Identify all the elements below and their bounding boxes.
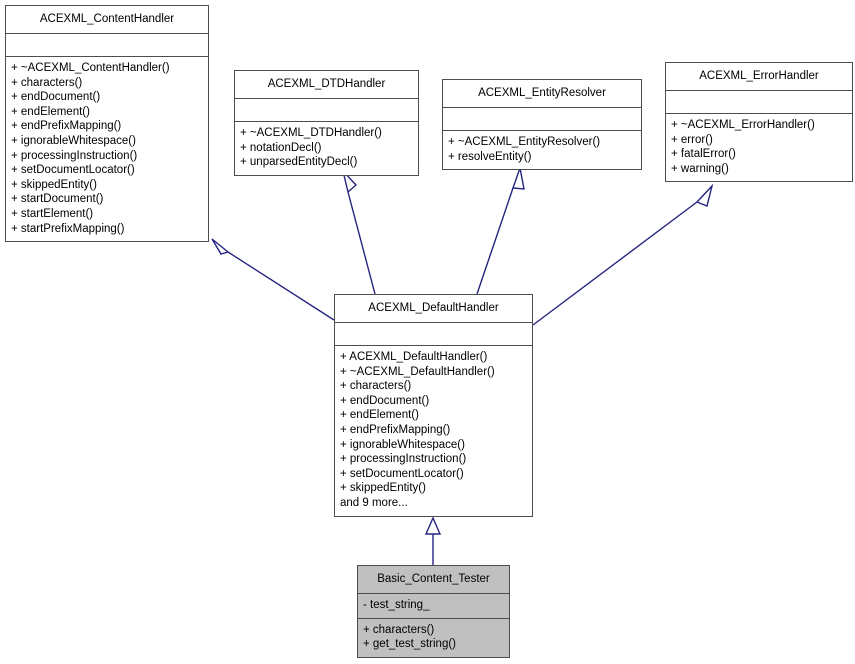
operation-item: + characters() — [11, 76, 83, 89]
operation-item: + ignorableWhitespace() — [11, 134, 136, 147]
operation-item: + get_test_string() — [363, 638, 457, 651]
class-attributes-section — [235, 99, 418, 122]
class-box-acexml-errorhandler[interactable]: ACEXML_ErrorHandler + ~ACEXML_ErrorHandl… — [665, 62, 853, 183]
operation-item: + setDocumentLocator() — [11, 164, 135, 177]
edge-defaulthandler-to-contenthandler — [211, 238, 335, 321]
class-box-acexml-dtdhandler[interactable]: ACEXML_DTDHandler + ~ACEXML_DTDHandler()… — [234, 70, 419, 176]
operation-item: + unparsedEntityDecl() — [240, 156, 358, 169]
operation-item: + ACEXML_DefaultHandler() — [340, 351, 488, 363]
class-operations-section: + ~ACEXML_EntityResolver() + resolveEnti… — [443, 131, 641, 169]
edge-defaulthandler-to-entityresolver — [476, 165, 525, 295]
operation-item: + processingInstruction() — [11, 149, 138, 162]
operation-item: + error() — [671, 133, 713, 146]
operation-item: + resolveEntity() — [448, 150, 532, 163]
edge-basiccontenttester-to-defaulthandler — [424, 516, 442, 565]
class-attributes-section — [6, 34, 208, 57]
operations-overflow-label: and 9 more... — [340, 496, 408, 509]
operation-item: + ~ACEXML_DefaultHandler() — [340, 365, 495, 378]
edge-defaulthandler-to-errorhandler — [532, 183, 714, 326]
class-operations-section: + ~ACEXML_ErrorHandler() + error() + fat… — [666, 114, 852, 181]
operation-item: + ~ACEXML_DTDHandler() — [240, 127, 382, 139]
class-title: ACEXML_ErrorHandler — [666, 63, 852, 91]
operation-item: + startElement() — [11, 207, 94, 220]
class-title: ACEXML_ContentHandler — [6, 6, 208, 34]
edge-defaulthandler-to-dtdhandler — [341, 168, 376, 295]
class-title: Basic_Content_Tester — [358, 566, 509, 594]
attribute-item: - test_string_ — [363, 599, 430, 611]
class-box-acexml-contenthandler[interactable]: ACEXML_ContentHandler + ~ACEXML_ContentH… — [5, 5, 209, 243]
operation-item: + skippedEntity() — [340, 482, 426, 495]
operation-item: + characters() — [363, 623, 435, 636]
operation-item: + endPrefixMapping() — [11, 120, 122, 133]
operation-item: + skippedEntity() — [11, 178, 97, 191]
class-operations-section: + ~ACEXML_DTDHandler() + notationDecl() … — [235, 122, 418, 175]
operation-item: + endPrefixMapping() — [340, 423, 451, 436]
operation-item: + ~ACEXML_ContentHandler() — [11, 62, 170, 74]
class-attributes-section — [335, 323, 532, 346]
operation-item: + warning() — [671, 162, 729, 175]
operation-item: + notationDecl() — [240, 141, 322, 154]
operation-item: + startDocument() — [11, 193, 104, 206]
class-box-acexml-entityresolver[interactable]: ACEXML_EntityResolver + ~ACEXML_EntityRe… — [442, 79, 642, 171]
class-operations-section: + characters() + get_test_string() — [358, 619, 509, 657]
class-box-basic-content-tester[interactable]: Basic_Content_Tester - test_string_ + ch… — [357, 565, 510, 658]
operation-item: + ~ACEXML_EntityResolver() — [448, 136, 601, 148]
operation-item: + fatalError() — [671, 148, 736, 161]
class-box-acexml-defaulthandler[interactable]: ACEXML_DefaultHandler + ACEXML_DefaultHa… — [334, 294, 533, 517]
operation-item: + ~ACEXML_ErrorHandler() — [671, 119, 815, 131]
class-operations-section: + ACEXML_DefaultHandler() + ~ACEXML_Defa… — [335, 346, 532, 516]
operation-item: + endDocument() — [11, 91, 101, 104]
operation-item: + endElement() — [340, 409, 419, 422]
operation-item: + setDocumentLocator() — [340, 467, 464, 480]
operation-item: + startPrefixMapping() — [11, 222, 125, 235]
class-title: ACEXML_DTDHandler — [235, 71, 418, 99]
operation-item: + endElement() — [11, 105, 90, 118]
class-operations-section: + ~ACEXML_ContentHandler() + characters(… — [6, 57, 208, 241]
class-attributes-section: - test_string_ — [358, 594, 509, 619]
operation-item: + endDocument() — [340, 394, 430, 407]
operation-item: + processingInstruction() — [340, 453, 467, 466]
class-attributes-section — [443, 108, 641, 131]
class-attributes-section — [666, 91, 852, 114]
operation-item: + characters() — [340, 380, 412, 393]
class-title: ACEXML_DefaultHandler — [335, 295, 532, 323]
class-title: ACEXML_EntityResolver — [443, 80, 641, 108]
operation-item: + ignorableWhitespace() — [340, 438, 465, 451]
